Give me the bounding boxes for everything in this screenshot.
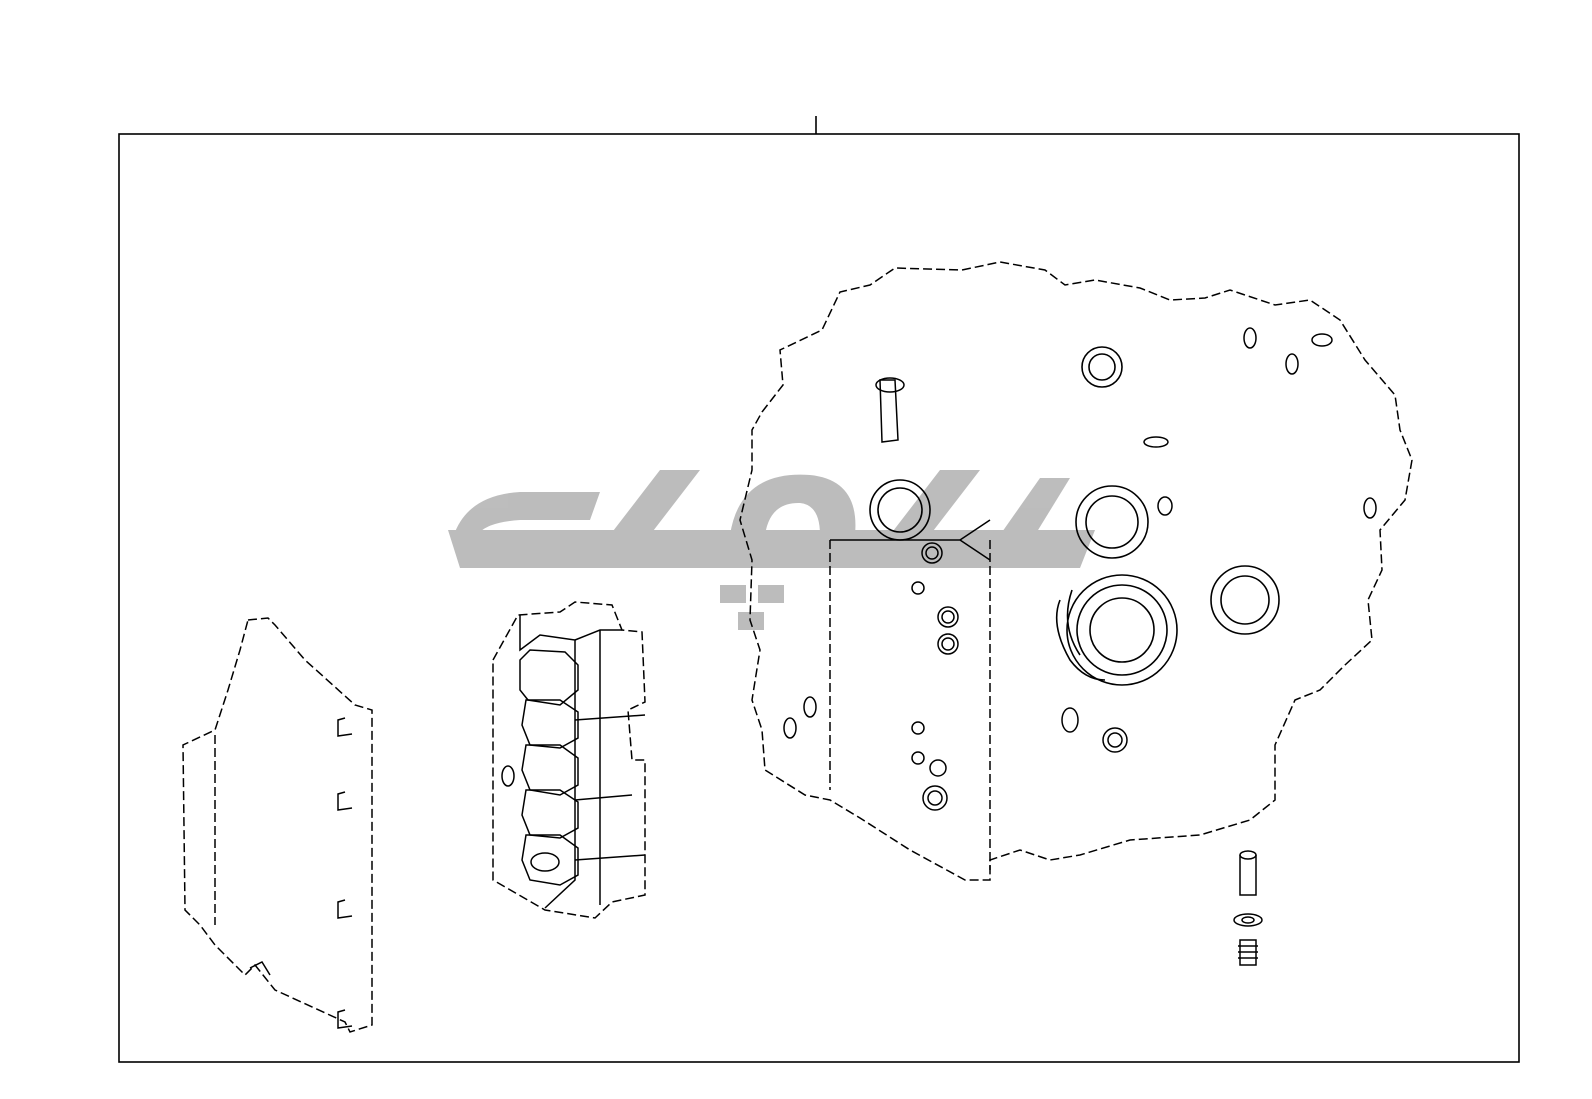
transmission-case-outline bbox=[739, 261, 1413, 881]
case-front-face bbox=[830, 377, 991, 561]
valve-body-plate bbox=[492, 601, 646, 919]
gasket-tabs bbox=[249, 717, 353, 1029]
kit-frame bbox=[118, 133, 1520, 1063]
o-rings bbox=[783, 327, 1377, 811]
watermark-logo bbox=[448, 470, 1095, 630]
valve-solenoids bbox=[519, 649, 579, 886]
valve-body-gasket bbox=[182, 617, 373, 1033]
oil-seals bbox=[869, 346, 1280, 686]
bolt-and-washer bbox=[1233, 850, 1263, 966]
